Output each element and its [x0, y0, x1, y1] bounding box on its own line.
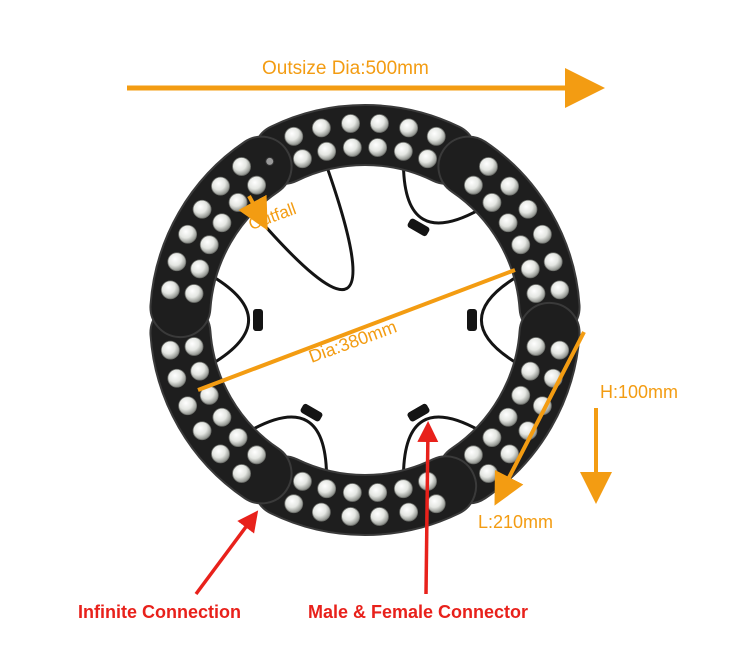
male-female-connector — [407, 218, 430, 237]
led-bead — [341, 114, 360, 133]
led-bead — [160, 280, 180, 300]
led-bead — [479, 464, 498, 483]
led-bead — [426, 494, 446, 514]
led-bead — [190, 259, 210, 279]
male-female-connector — [253, 309, 263, 331]
led-ring — [149, 104, 581, 536]
led-bead — [550, 340, 570, 360]
led-bead — [511, 235, 531, 255]
led-bead — [211, 176, 230, 196]
led-bead — [160, 340, 180, 360]
led-bead — [311, 118, 331, 138]
led-bead — [232, 157, 251, 176]
led-bead — [426, 126, 446, 146]
led-bead — [370, 114, 389, 133]
led-bead — [511, 385, 531, 405]
cable — [249, 165, 355, 291]
led-bead — [482, 428, 502, 447]
led-bead — [212, 407, 232, 427]
led-bead — [479, 157, 498, 176]
led-bead — [293, 471, 312, 491]
led-bead — [232, 464, 251, 483]
male-female-connector — [300, 403, 323, 422]
led-bead — [311, 502, 331, 522]
outsize-diameter-label: Outsize Dia:500mm — [262, 58, 429, 79]
led-bead — [167, 252, 187, 272]
led-bead — [228, 193, 248, 212]
led-bead — [393, 479, 413, 499]
cable-group — [211, 165, 519, 475]
led-bead — [532, 224, 552, 244]
led-bead — [184, 284, 204, 303]
led-module — [149, 301, 293, 505]
led-bead — [284, 126, 304, 146]
led-bead — [370, 507, 389, 526]
length-dimension-arrow — [494, 331, 586, 506]
cable — [249, 415, 329, 475]
cable — [401, 165, 481, 225]
led-bead — [482, 193, 502, 212]
led-bead — [526, 337, 546, 356]
led-bead — [500, 444, 519, 464]
led-module — [437, 135, 581, 339]
length-label: L:210mm — [478, 512, 554, 532]
led-bead — [518, 199, 538, 219]
led-bead — [190, 361, 210, 381]
led-bead — [342, 483, 362, 502]
joint-screw — [265, 156, 275, 166]
led-bead — [543, 252, 563, 272]
infinite-connection-label: Infinite Connection — [78, 602, 241, 622]
inner-diameter-arrow — [197, 268, 516, 392]
led-bead — [418, 149, 437, 169]
cable — [479, 274, 519, 366]
led-bead — [399, 118, 419, 138]
led-bead — [342, 138, 362, 157]
led-module — [252, 104, 478, 185]
height-label: H:100mm — [600, 382, 679, 402]
led-bead — [317, 141, 337, 161]
led-bead — [464, 175, 483, 195]
cable — [401, 415, 481, 475]
led-bead — [167, 368, 187, 388]
connector-label: Male & Female Connector — [308, 602, 529, 622]
led-bead — [192, 421, 212, 441]
led-bead — [498, 407, 518, 427]
led-bead — [178, 224, 198, 244]
cable — [211, 274, 251, 366]
led-bead — [211, 444, 230, 464]
male-female-connector — [467, 309, 477, 331]
led-bead — [341, 507, 360, 526]
led-bead — [368, 483, 388, 502]
led-bead — [247, 445, 266, 465]
led-bead — [247, 175, 266, 195]
connector-arrow — [417, 421, 439, 595]
led-bead — [520, 361, 540, 381]
led-bead — [498, 213, 518, 233]
led-bead — [368, 138, 388, 157]
led-bead — [317, 479, 337, 499]
led-bead — [228, 428, 248, 447]
module-housing — [149, 135, 293, 339]
led-bead — [199, 235, 219, 255]
led-bead — [178, 396, 198, 416]
led-bead — [293, 149, 312, 169]
led-bead — [399, 502, 419, 522]
led-bead — [500, 176, 519, 196]
led-bead — [184, 337, 204, 356]
infinite-connection-arrow — [194, 510, 259, 596]
led-bead — [464, 445, 483, 465]
led-bead — [192, 199, 212, 219]
led-bead — [393, 141, 413, 161]
outfall-arrow — [238, 194, 268, 231]
led-bead — [212, 213, 232, 233]
led-module — [437, 301, 581, 505]
led-bead — [550, 280, 570, 300]
led-module — [149, 135, 293, 339]
led-bead — [526, 284, 546, 303]
led-bead — [520, 259, 540, 279]
led-bead — [284, 494, 304, 514]
male-female-connector — [407, 403, 430, 422]
